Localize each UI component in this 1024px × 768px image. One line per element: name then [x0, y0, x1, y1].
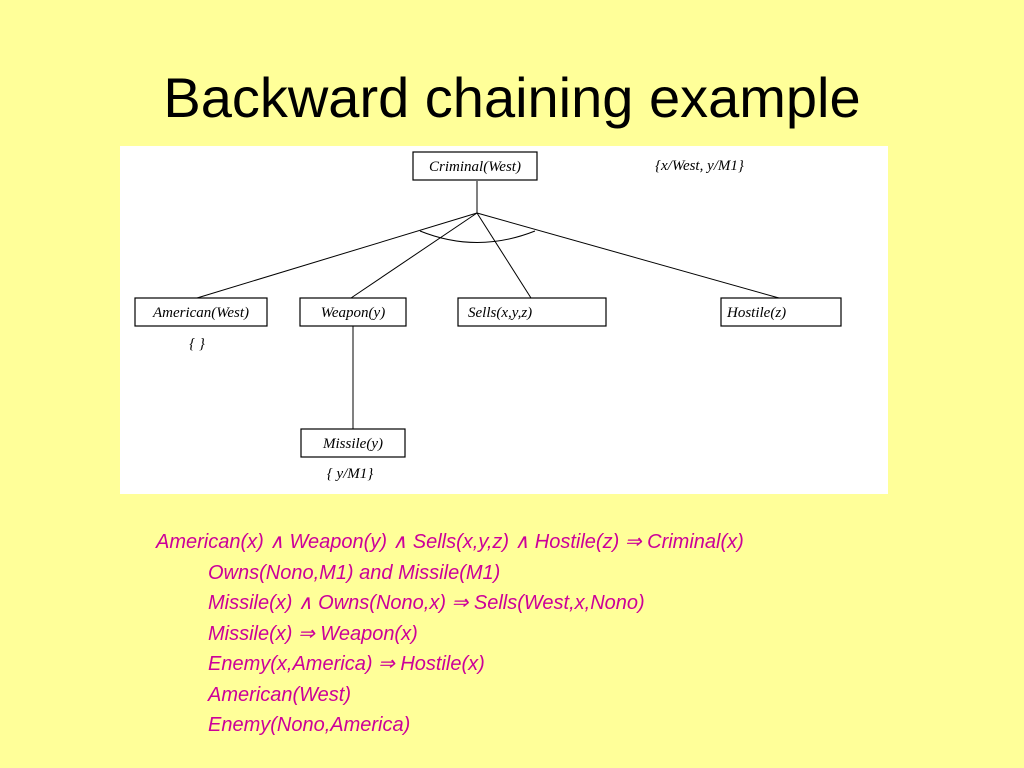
- node-weapon-y: Weapon(y): [299, 297, 407, 327]
- edge-to-weapon: [350, 212, 478, 299]
- rule-line: American(West): [208, 683, 351, 706]
- missile-substitution: { y/M1}: [327, 466, 374, 482]
- node-weapon-y-label: Weapon(y): [321, 305, 385, 321]
- node-sells-xyz: Sells(x,y,z): [457, 297, 607, 327]
- rule-line: Missile(x) ⇒ Weapon(x): [208, 622, 418, 645]
- backward-chaining-diagram: Criminal(West) {x/West, y/M1} American(W…: [120, 146, 888, 494]
- node-american-west-label: American(West): [152, 305, 249, 321]
- rule-line: Enemy(Nono,America): [208, 714, 411, 736]
- node-criminal-west: Criminal(West): [412, 151, 538, 181]
- node-american-west: American(West): [134, 297, 268, 327]
- root-substitution: {x/West, y/M1}: [655, 158, 744, 174]
- rule-line: Enemy(x,America) ⇒ Hostile(x): [208, 653, 485, 675]
- american-substitution: { }: [189, 336, 205, 352]
- conjunction-arc: [419, 230, 536, 243]
- rule-line: Missile(x) ∧ Owns(Nono,x) ⇒ Sells(West,x…: [208, 592, 645, 614]
- node-sells-xyz-label: Sells(x,y,z): [468, 305, 532, 321]
- rule-line: American(x) ∧ Weapon(y) ∧ Sells(x,y,z) ∧…: [156, 531, 744, 553]
- edge-to-sells: [476, 212, 532, 299]
- node-missile-y: Missile(y): [300, 428, 406, 458]
- edge-to-american: [196, 212, 478, 299]
- proof-tree: Criminal(West) {x/West, y/M1} American(W…: [134, 151, 842, 482]
- rule-line: Owns(Nono,M1) and Missile(M1): [208, 561, 501, 584]
- edge-to-hostile: [476, 212, 780, 299]
- node-missile-y-label: Missile(y): [322, 436, 383, 452]
- knowledge-base-rules: American(x) ∧ Weapon(y) ∧ Sells(x,y,z) ∧…: [156, 527, 956, 741]
- node-hostile-z-label: Hostile(z): [726, 305, 786, 321]
- slide-title: Backward chaining example: [163, 66, 861, 129]
- node-criminal-west-label: Criminal(West): [429, 159, 521, 175]
- node-hostile-z: Hostile(z): [720, 297, 842, 327]
